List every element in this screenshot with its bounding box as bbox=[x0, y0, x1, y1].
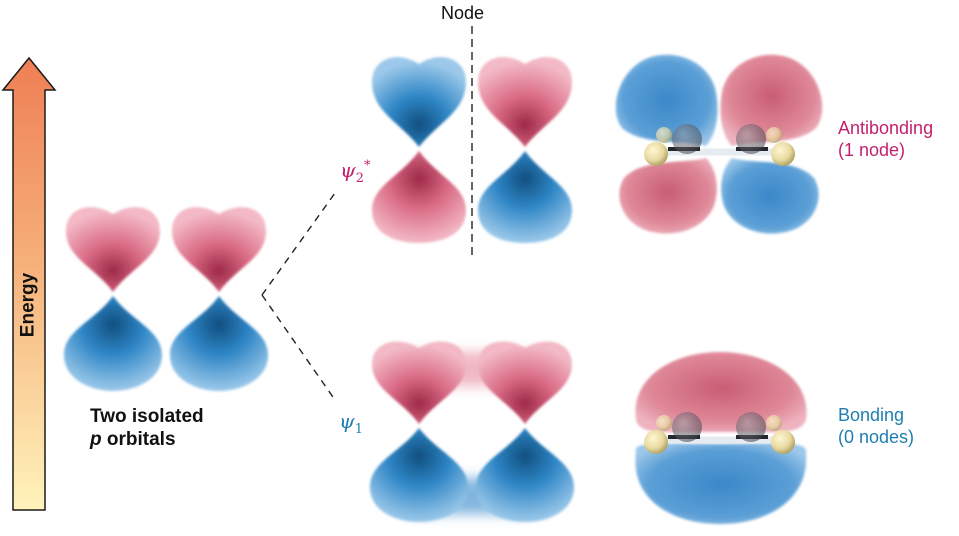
psi1-label: ψ1 bbox=[339, 409, 363, 438]
psi2-star-label: ψ2* bbox=[340, 158, 370, 187]
psi2-star: * bbox=[363, 158, 371, 174]
bonding-p-orbitals bbox=[370, 341, 574, 522]
energy-axis-label: Energy bbox=[17, 272, 39, 338]
orbitals-word: orbitals bbox=[101, 429, 176, 451]
p-letter: p bbox=[90, 429, 102, 451]
bonding-nodes: (0 nodes) bbox=[838, 426, 915, 447]
antibonding-nodes: (1 node) bbox=[838, 139, 906, 160]
psi2-subscript: 2 bbox=[355, 171, 364, 186]
antibonding-title: Antibonding bbox=[838, 118, 934, 138]
bonding-orbital-model bbox=[635, 352, 807, 524]
isolated-p-orbital-right bbox=[170, 207, 268, 391]
isolated-orbitals-label: Two isolated p orbitals bbox=[90, 405, 204, 451]
isolated-p-orbital-left bbox=[64, 207, 162, 391]
isolated-label-line1: Two isolated bbox=[90, 406, 204, 427]
antibonding-label: Antibonding (1 node) bbox=[838, 118, 933, 162]
bonding-title: Bonding bbox=[838, 405, 905, 425]
psi1-subscript: 1 bbox=[354, 422, 363, 437]
psi2-symbol: ψ bbox=[340, 158, 356, 182]
energy-arrow bbox=[1, 56, 57, 511]
antibonding-orbital-model bbox=[615, 54, 823, 234]
bonding-label: Bonding (0 nodes) bbox=[838, 405, 914, 449]
psi1-symbol: ψ bbox=[339, 409, 355, 433]
isolated-label-line2: p orbitals bbox=[90, 428, 204, 451]
correlation-lines bbox=[261, 192, 336, 401]
node-label: Node bbox=[441, 3, 485, 23]
antibonding-p-orbitals bbox=[372, 57, 572, 243]
